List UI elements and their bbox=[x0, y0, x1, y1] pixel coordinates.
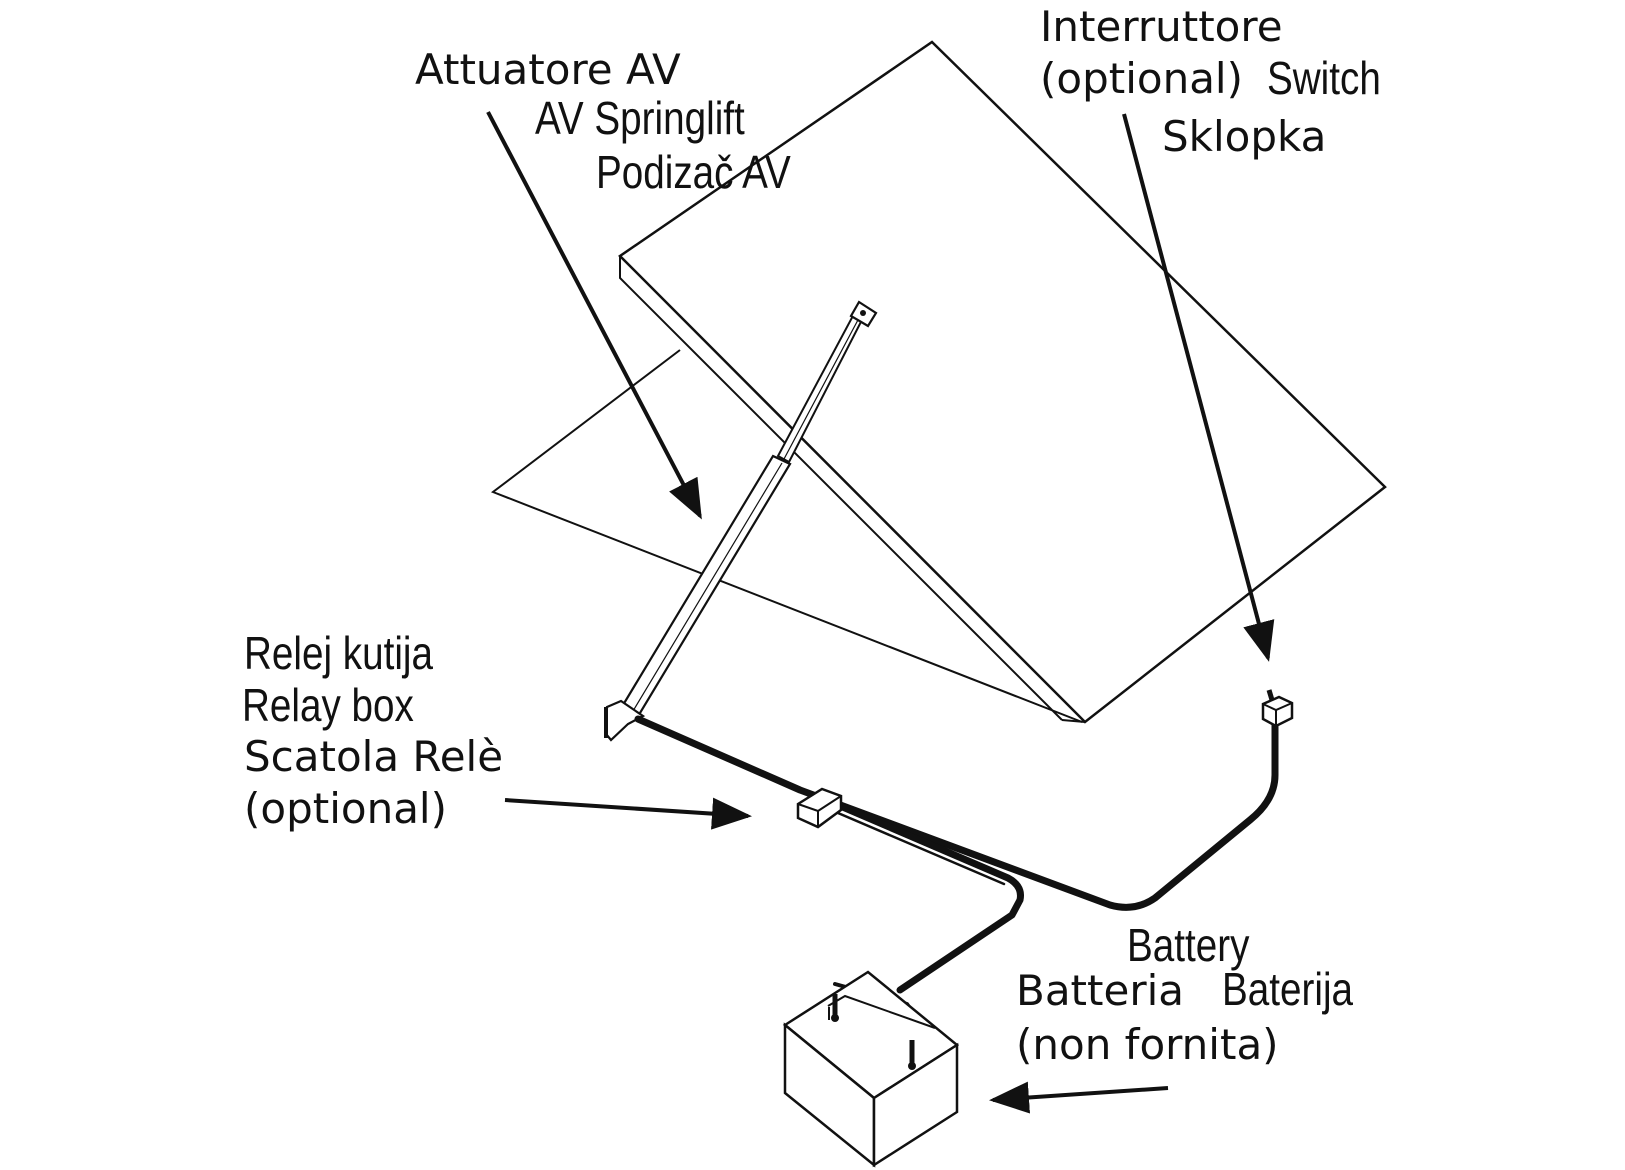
switch-label-hr: Sklopka bbox=[1162, 112, 1327, 161]
battery-label-it-note: (non fornita) bbox=[1016, 1020, 1279, 1069]
battery-label-hr: Baterija bbox=[1222, 963, 1354, 1015]
springlift-actuator bbox=[604, 300, 878, 742]
relay-box bbox=[796, 787, 843, 829]
switch-label-it: Interruttore bbox=[1040, 2, 1283, 51]
switch-label-en: Switch bbox=[1267, 52, 1381, 104]
relay-label-it: Scatola Relè bbox=[244, 732, 504, 781]
upper-lid-panel bbox=[618, 40, 1387, 724]
springlift-label-hr: Podizač AV bbox=[596, 146, 791, 198]
springlift-arrow bbox=[486, 111, 702, 520]
battery-part bbox=[782, 970, 960, 1168]
springlift-label-it: Attuatore AV bbox=[415, 45, 681, 94]
leader-arrows bbox=[486, 111, 1275, 1114]
switch-arrow bbox=[1122, 113, 1275, 662]
relay-label-hr: Relej kutija bbox=[244, 627, 433, 679]
lower-base-panel bbox=[490, 349, 1083, 723]
relay-label-it-optional: (optional) bbox=[244, 784, 447, 833]
switch-label-it-optional: (optional) bbox=[1040, 54, 1243, 103]
battery-label-it: Batteria bbox=[1016, 966, 1184, 1015]
switch-part bbox=[1261, 689, 1294, 728]
springlift-label-en: AV Springlift bbox=[535, 92, 745, 144]
relay-label-en: Relay box bbox=[242, 679, 414, 731]
relay-box-arrow bbox=[504, 797, 752, 830]
battery-label-en: Battery bbox=[1127, 919, 1250, 971]
battery-arrow bbox=[989, 1081, 1169, 1114]
